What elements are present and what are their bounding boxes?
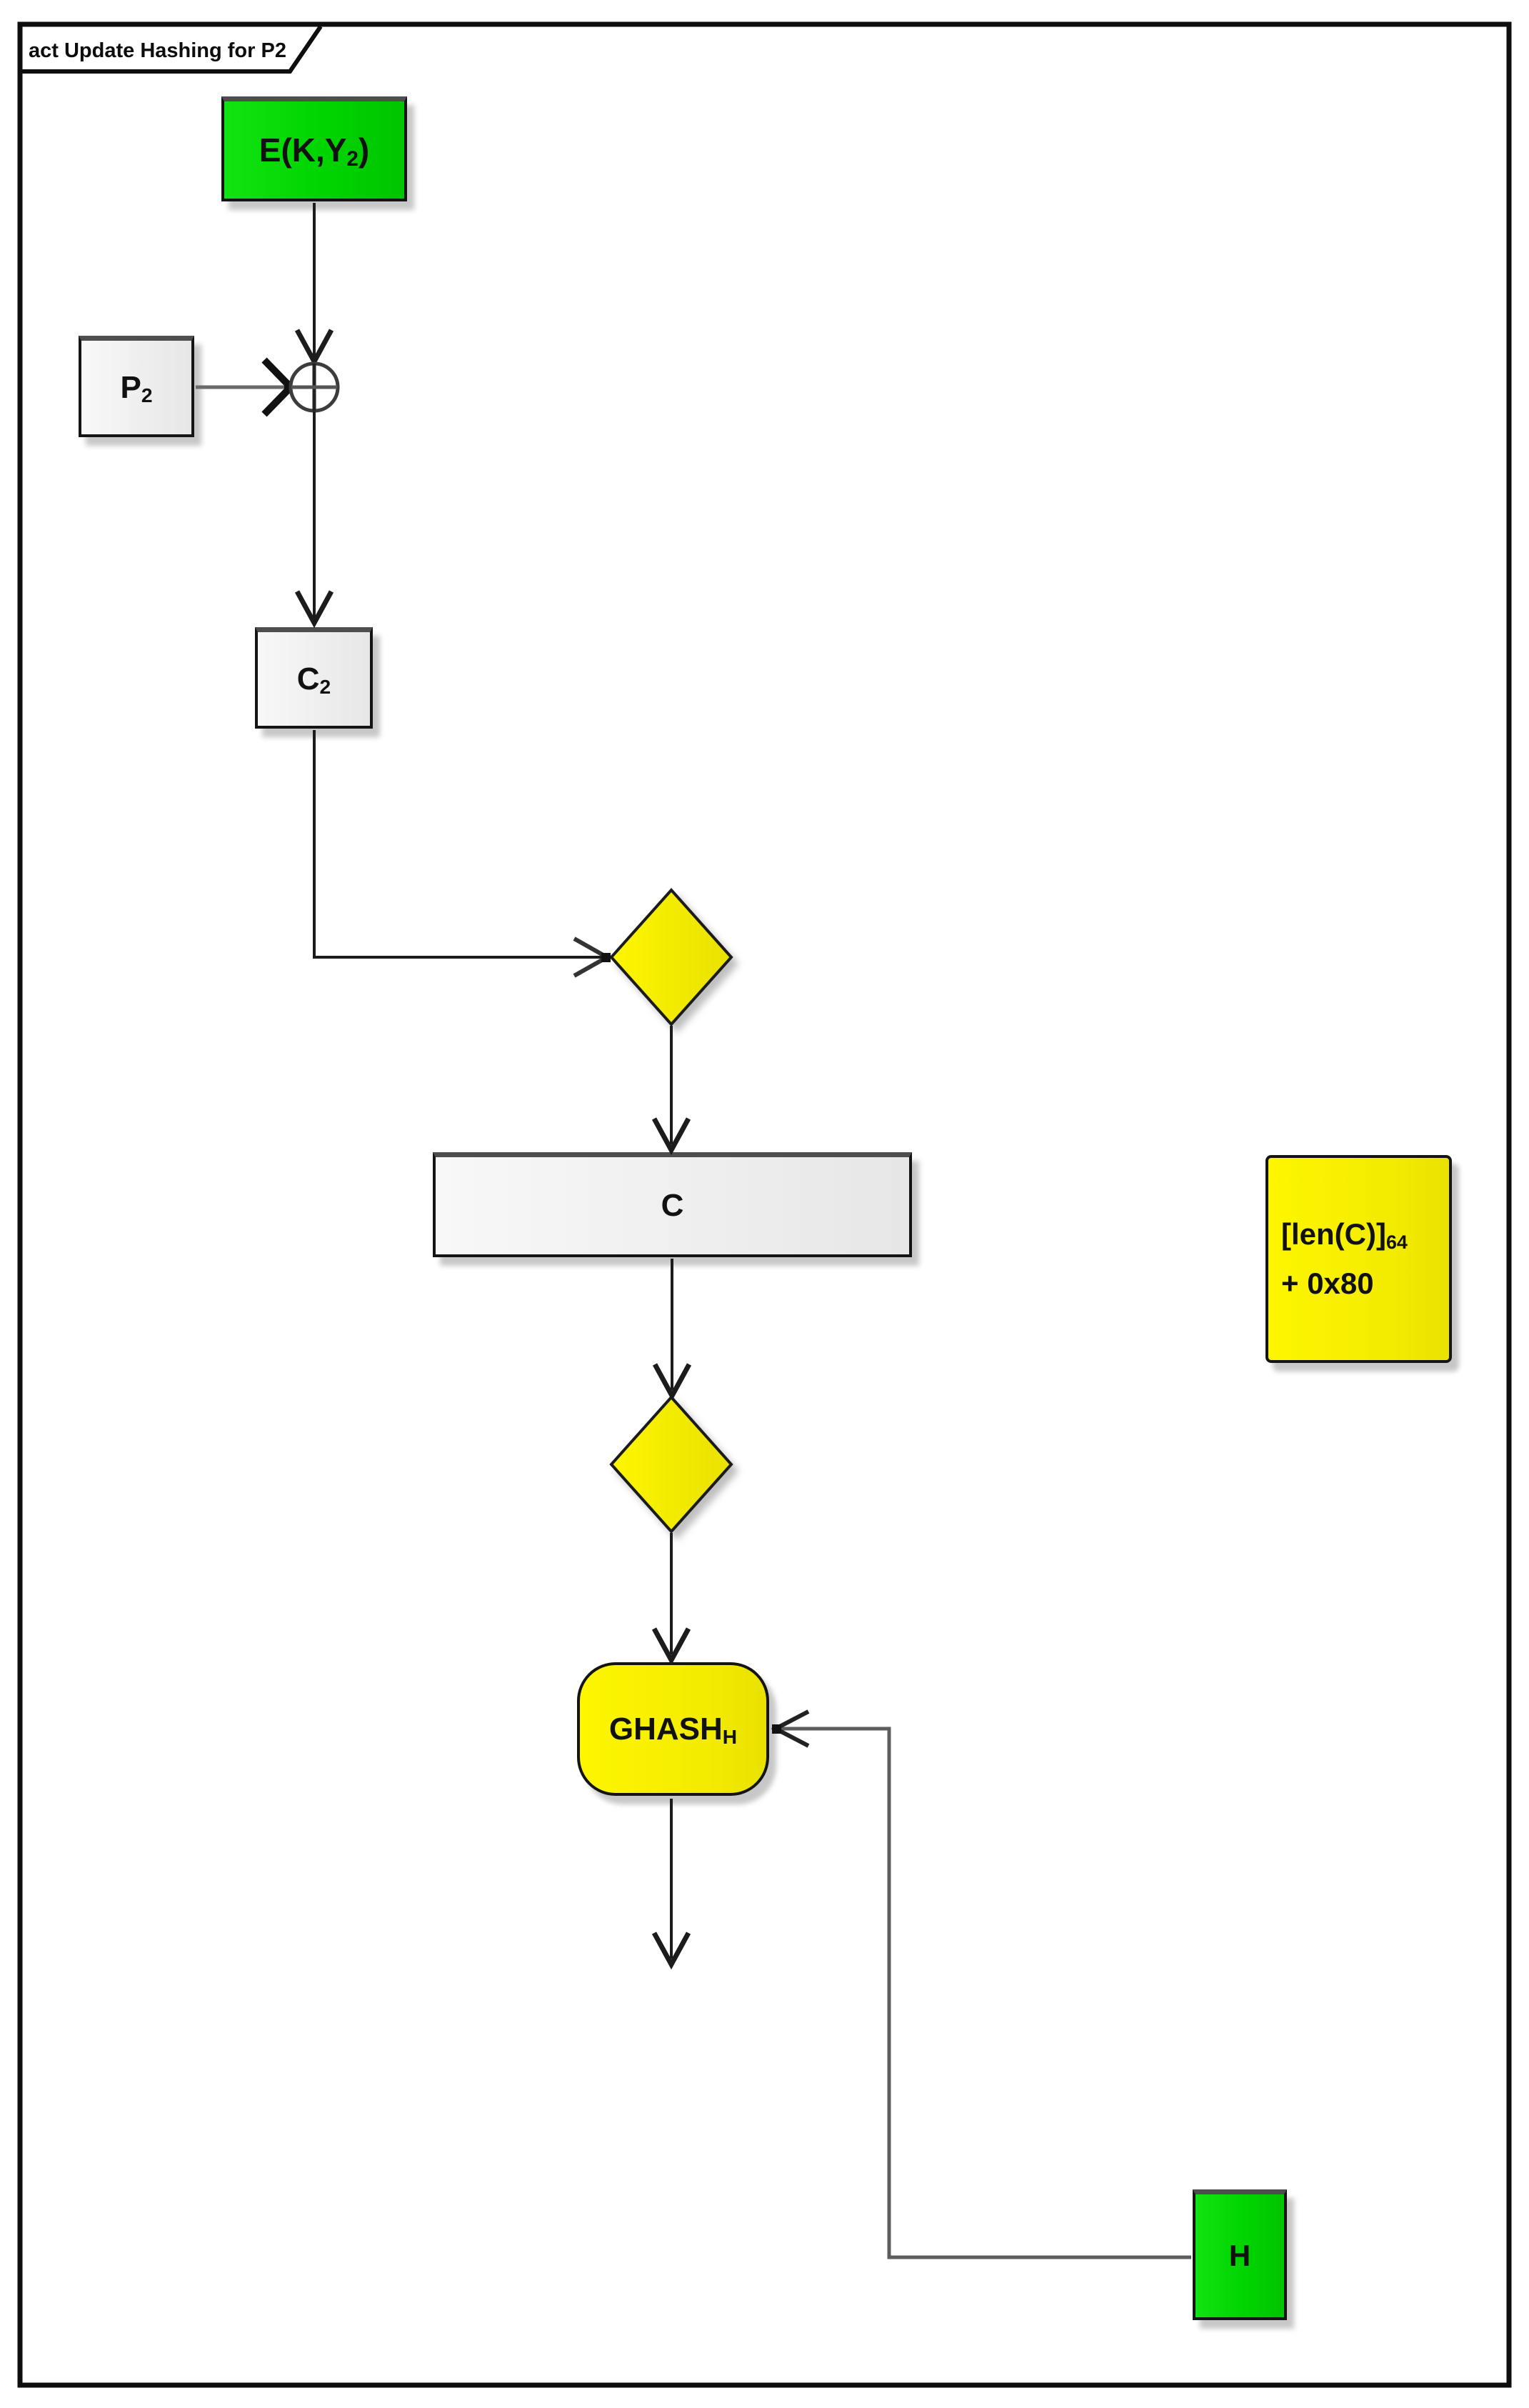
edge-ghash-output <box>651 1799 691 1970</box>
edge-h-to-ghash <box>771 1709 1191 2259</box>
node-c2: C2 <box>255 627 373 729</box>
note-len-c-padding: [len(C)]64 + 0x80 <box>1265 1155 1452 1363</box>
edge-c-to-merge2 <box>652 1259 692 1402</box>
edge-c2-to-merge1 <box>313 730 612 978</box>
merge-diamond-2 <box>609 1394 733 1534</box>
node-c2-label: C2 <box>296 661 331 698</box>
node-e-k-y2: E(K,Y2) <box>221 96 407 201</box>
edge-merge1-to-c <box>651 1026 691 1156</box>
node-h-label: H <box>1228 2239 1251 2272</box>
note-line1: [len(C)]64 <box>1281 1217 1408 1254</box>
node-h: H <box>1193 2189 1287 2320</box>
node-e-k-y2-label: E(K,Y2) <box>259 131 370 171</box>
node-c: C <box>433 1152 912 1257</box>
edge-p2-to-xor <box>196 357 296 417</box>
edge-merge2-to-ghash <box>651 1533 691 1666</box>
merge-diamond-1 <box>609 887 733 1027</box>
edge-xor-to-c2 <box>294 411 334 629</box>
node-p2: P2 <box>79 336 194 437</box>
edge-eky2-to-xor <box>294 203 334 367</box>
node-p2-label: P2 <box>120 369 153 406</box>
xor-join-icon <box>289 361 340 413</box>
page-title: act Update Hashing for P2 <box>29 39 286 62</box>
node-ghash-h: GHASHH <box>577 1662 769 1796</box>
node-c-label: C <box>661 1188 684 1223</box>
note-line2: + 0x80 <box>1281 1266 1374 1300</box>
node-ghash-h-label: GHASHH <box>608 1711 738 1748</box>
